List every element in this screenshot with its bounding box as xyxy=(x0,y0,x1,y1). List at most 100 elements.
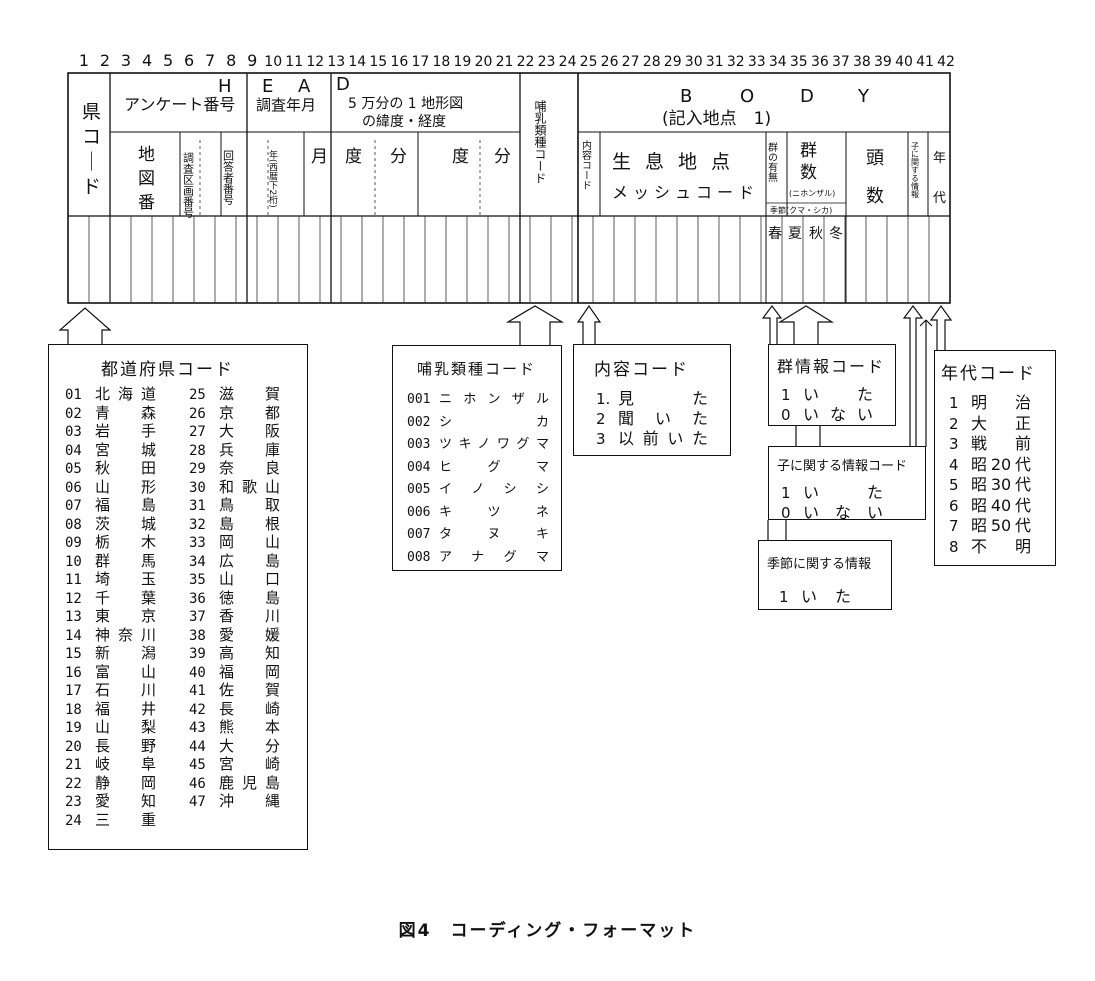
prefecture-name: 佐賀 xyxy=(219,681,281,699)
prefecture-name: 東京 xyxy=(95,607,157,625)
respondent-number-label: 回答者番号 xyxy=(222,150,235,206)
era-code-row-label: 戦前 xyxy=(971,434,1031,453)
prefecture-name: 和歌山 xyxy=(219,477,281,496)
prefecture-name: 岡山 xyxy=(219,533,281,551)
mammal-code: 005 xyxy=(407,482,431,497)
column-number: 5 xyxy=(163,51,173,70)
min1-label: 分 xyxy=(390,147,407,167)
content-code-row-label: 以前いた xyxy=(618,429,708,448)
column-number: 6 xyxy=(184,51,194,70)
column-number: 3 xyxy=(121,51,131,70)
prefecture-code: 08 xyxy=(65,516,82,533)
figure-caption: 図4 コーディング・フォーマット xyxy=(398,921,697,941)
era-code-row-label: 昭20代 xyxy=(971,454,1031,474)
mammal-code: 007 xyxy=(407,527,431,542)
child-info-row-label: いた xyxy=(803,483,883,502)
era-code-row-label: 明治 xyxy=(971,393,1031,412)
prefecture-name: 奈良 xyxy=(219,459,281,477)
column-number: 36 xyxy=(811,54,829,70)
prefecture-name: 島根 xyxy=(219,514,281,533)
pref-code-label-3: ｜ xyxy=(82,151,101,173)
prefecture-name: 兵庫 xyxy=(219,440,281,459)
child-info-row-label: いない xyxy=(803,503,883,522)
prefecture-code: 39 xyxy=(189,646,206,662)
child-info-row-code: 0 xyxy=(781,504,791,522)
prefecture-code: 24 xyxy=(65,812,82,829)
content-code-row: 1.見た xyxy=(596,385,708,409)
prefecture-name: 岩手 xyxy=(95,422,157,440)
era-code-row: 1 明治 xyxy=(949,389,1031,413)
min2-label: 分 xyxy=(494,147,511,167)
column-number: 37 xyxy=(832,54,850,70)
prefecture-name: 埼玉 xyxy=(95,570,157,588)
era-label-2: 代 xyxy=(933,191,946,206)
body-letter-y: Y xyxy=(857,86,870,107)
season-info-title: 季節に関する情報 xyxy=(767,557,872,572)
prefecture-name: 富山 xyxy=(95,662,157,681)
column-number: 15 xyxy=(369,54,387,70)
season-spring: 春 xyxy=(768,226,782,242)
prefecture-name: 山形 xyxy=(95,477,157,496)
body-letter-o: O xyxy=(740,86,754,107)
mammal-name: ニホンザル xyxy=(439,392,549,407)
era-code-row-code: 1 xyxy=(949,394,959,412)
content-code-label: 内容コード xyxy=(580,139,592,190)
prefecture-code: 03 xyxy=(65,424,82,440)
mammal-name: ヒグマ xyxy=(439,459,549,475)
season-winter: 冬 xyxy=(829,226,843,242)
column-number: 29 xyxy=(664,54,682,70)
column-number: 41 xyxy=(916,54,934,70)
column-number: 33 xyxy=(748,54,766,70)
prefecture-code: 33 xyxy=(189,535,206,551)
mammal-name: タヌキ xyxy=(439,527,549,542)
column-number: 32 xyxy=(727,54,745,70)
column-number: 22 xyxy=(517,54,535,70)
prefecture-name: 群馬 xyxy=(95,551,157,570)
prefecture-name: 新潟 xyxy=(95,644,157,662)
season-info-row-code: 1 xyxy=(779,588,789,606)
group-info-row-code: 1 xyxy=(781,386,791,404)
prefecture-code: 28 xyxy=(189,442,206,459)
pref-code-label-4: ド xyxy=(82,176,101,198)
prefecture-code: 09 xyxy=(65,535,82,551)
content-code-row-code: 1. xyxy=(596,390,611,408)
column-number: 11 xyxy=(285,54,303,70)
column-number: 26 xyxy=(601,54,619,70)
column-number: 23 xyxy=(538,54,556,70)
prefecture-code: 32 xyxy=(189,516,206,533)
deg2-label: 度 xyxy=(452,147,469,167)
column-number: 35 xyxy=(790,54,808,70)
content-code-row-label: 聞いた xyxy=(618,409,708,428)
month-label: 月 xyxy=(311,147,328,167)
prefecture-name: 香川 xyxy=(219,607,281,625)
column-number: 27 xyxy=(622,54,640,70)
map-number-label-1: 地 xyxy=(138,145,155,165)
mammal-name: アナグマ xyxy=(439,549,549,565)
